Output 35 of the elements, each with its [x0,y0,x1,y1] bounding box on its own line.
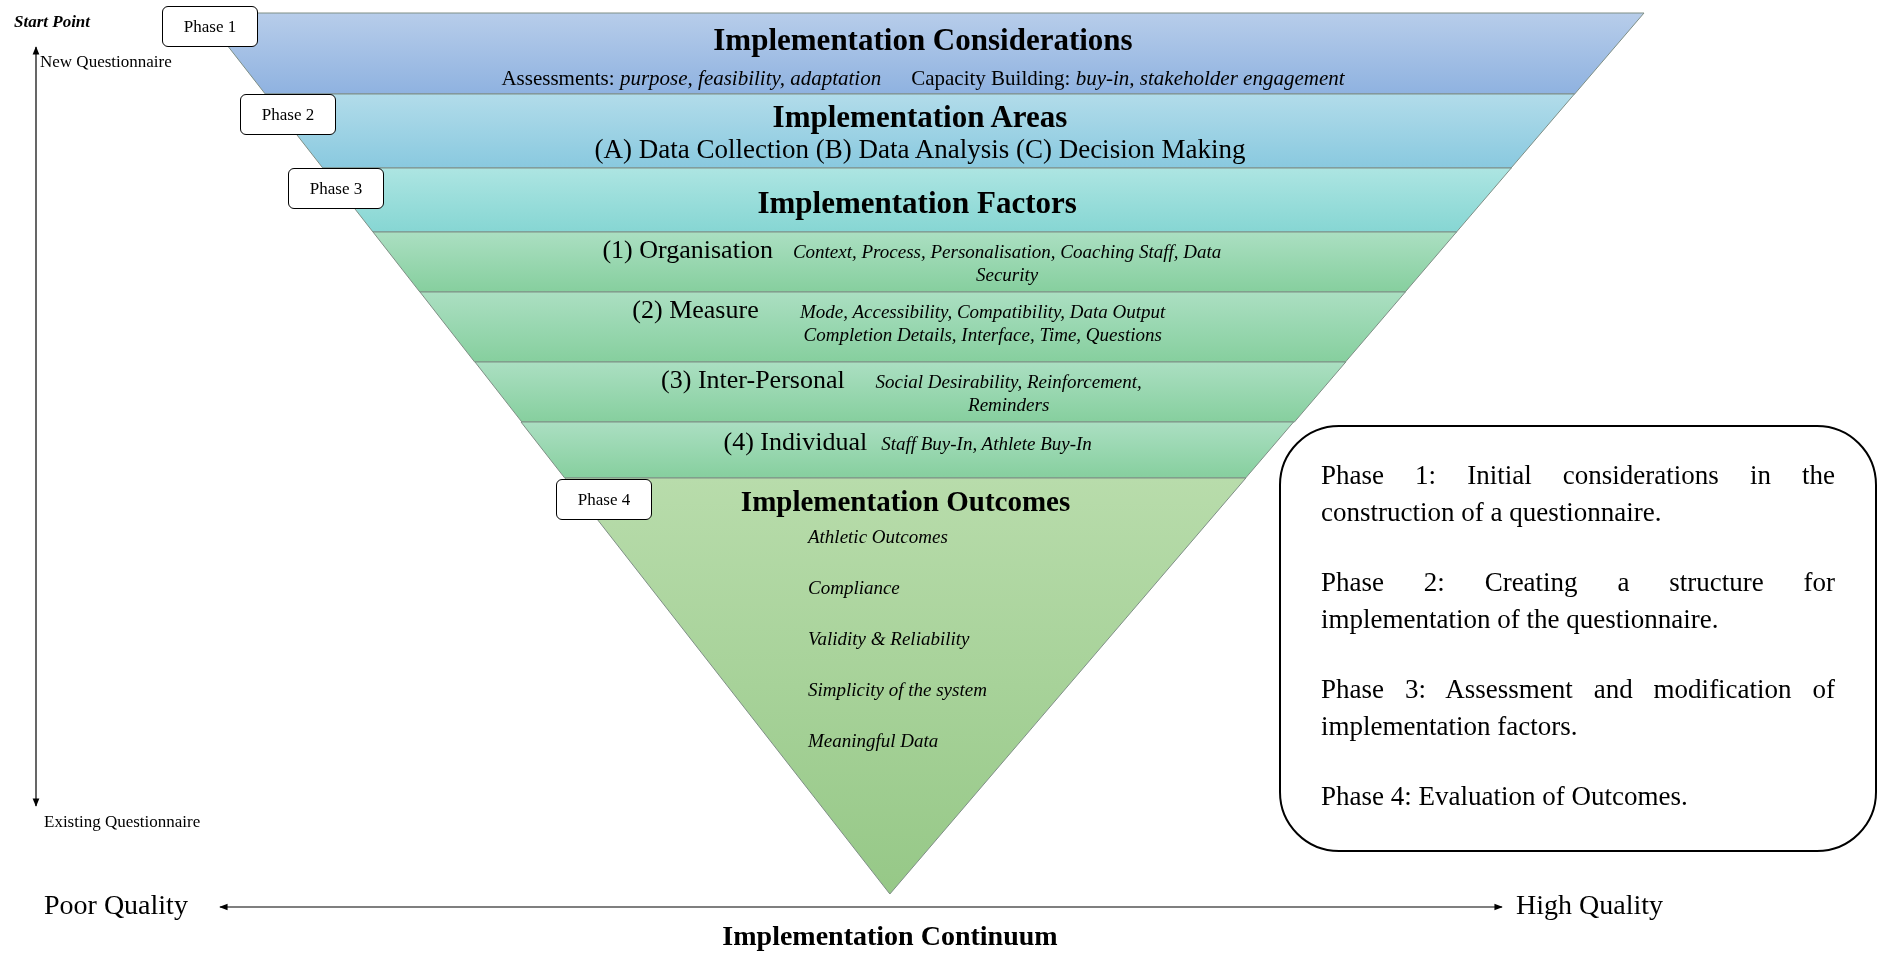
phase-description: Phase 3: Assessment and modification of implementation factors. [1321,673,1835,743]
phase-description: Phase 2: Creating a structure for implementation of the questionnaire. [1321,566,1835,636]
factor-heading: (1) Organisation [602,236,774,264]
outcome-item: Validity & Reliability [808,628,971,650]
factor-details: Staff Buy-In, Athlete Buy-In [881,432,1092,455]
phase-tag: Phase 4 [556,479,652,520]
axis-end-label: Poor Quality [44,889,188,921]
outcome-item: Meaningful Data [808,730,940,752]
axis-title: Implementation Continuum [722,920,1058,952]
phase-tag: Phase 1 [162,6,258,47]
factor-heading: (2) Measure [632,296,759,324]
outcome-item: Compliance [808,577,901,599]
axis-end-label: High Quality [1516,889,1663,921]
band-text: (A) Data Collection (B) Data Analysis (C) Decision Making [594,134,1246,164]
outcome-item: Simplicity of the system [808,679,987,701]
band-heading: Implementation Considerations [713,23,1133,57]
band-heading: Implementation Factors [757,186,1077,220]
phase-tag: Phase 2 [240,94,336,135]
factor-heading: (3) Inter-Personal [661,366,845,394]
notes-box [1279,425,1877,852]
phase-tag: Phase 3 [288,168,384,209]
start-point-label: Start Point [14,12,91,32]
axis-end-label: New Questionnaire [40,52,172,72]
band-text: Assessments: purpose, feasibility, adaptation [501,65,882,92]
factor-heading: (4) Individual [723,428,868,456]
axis-end-label: Existing Questionnaire [44,812,201,832]
phase-description: Phase 1: Initial considerations in the construction of a questionnaire. [1321,459,1835,529]
band-heading: Implementation Outcomes [740,484,1071,518]
factor-details: Social Desirability, Reinforcement, Reminders [874,370,1143,416]
phase-description: Phase 4: Evaluation of Outcomes. [1321,780,1689,813]
factor-details: Context, Process, Personalisation, Coaching Staff, Data Security [791,240,1223,286]
band-heading: Implementation Areas [772,100,1068,134]
band-text: Capacity Building: buy-in, stakeholder engagement [911,65,1345,92]
factor-details: Mode, Accessibility, Compatibility, Data Output Completion Details, Interface, Time, Questions [799,300,1167,346]
outcome-item: Athletic Outcomes [808,526,949,548]
